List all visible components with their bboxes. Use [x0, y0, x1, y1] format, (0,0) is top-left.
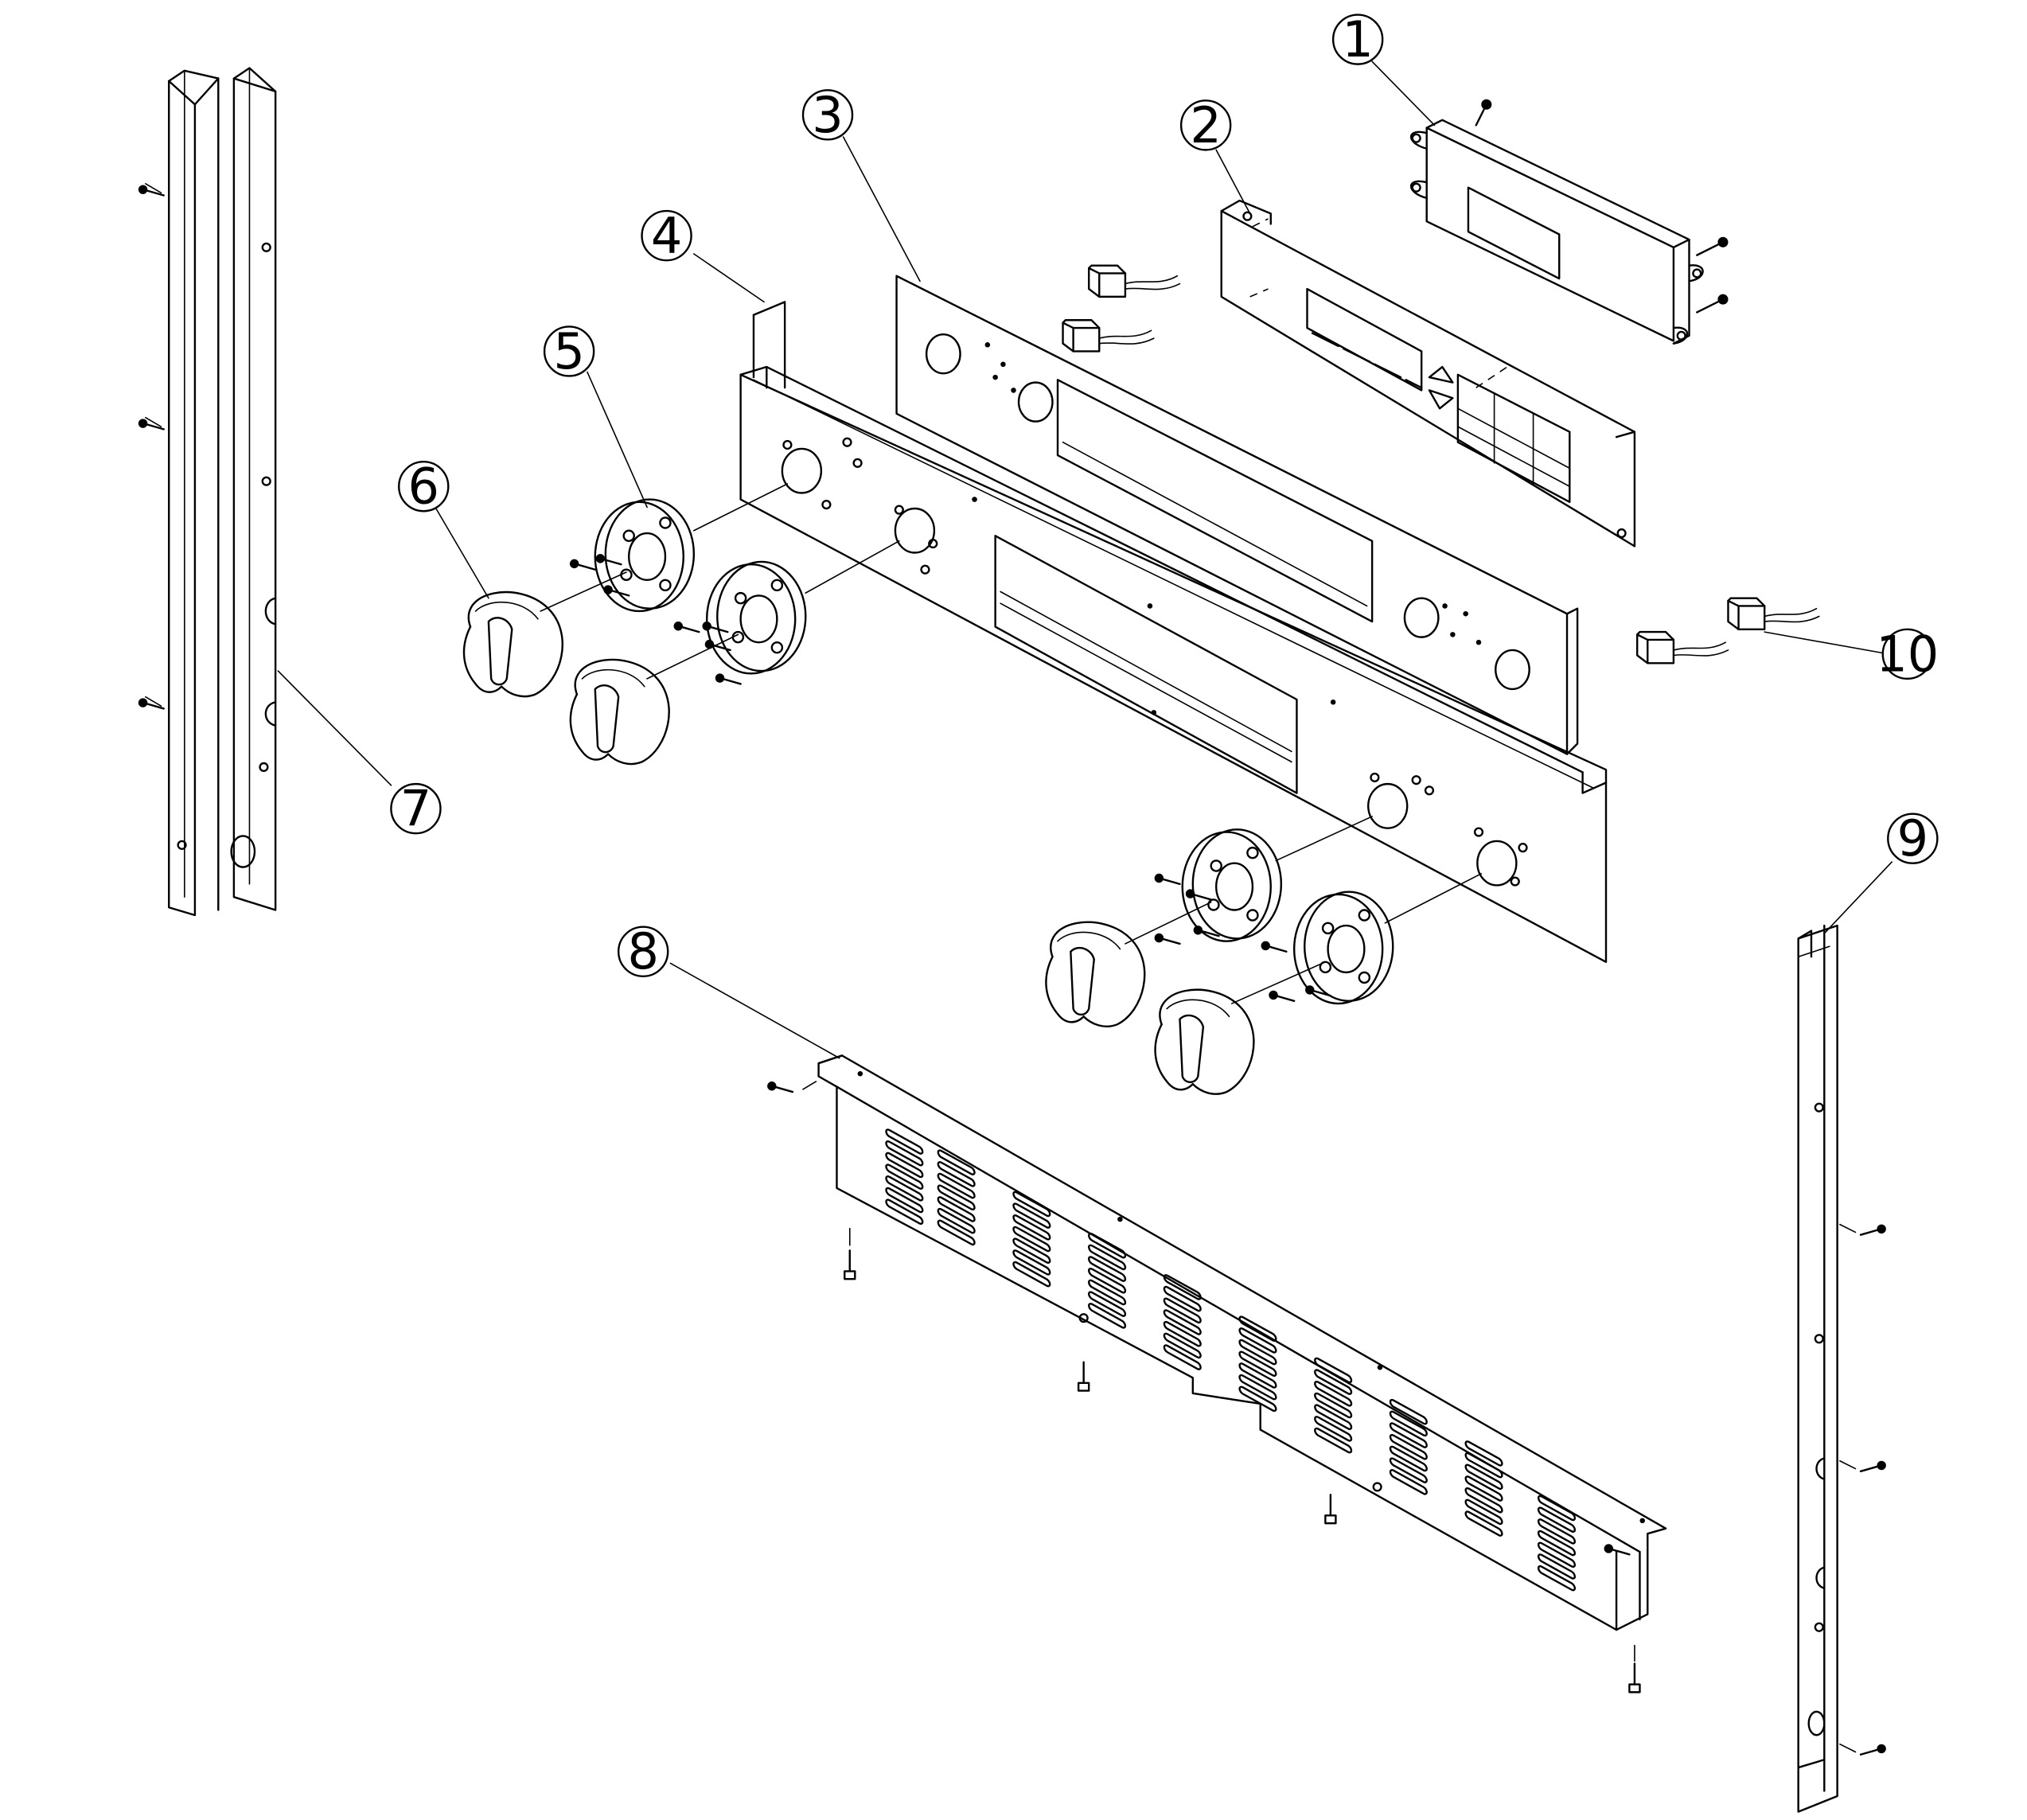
vent-panel-screws [766, 1080, 1642, 1694]
knob-1 [462, 590, 564, 699]
callout-4-label: 4 [651, 207, 682, 265]
main-control-panel [741, 302, 1606, 961]
bezel-1 [593, 497, 696, 613]
bracket-screws [1476, 99, 1729, 313]
callout-7: 7 [391, 780, 440, 838]
callout-6-label: 6 [408, 458, 439, 516]
callout-8-label: 8 [627, 922, 658, 980]
callout-9-label: 9 [1897, 809, 1928, 867]
callout-5-label: 5 [553, 322, 584, 380]
callout-3-label: 3 [812, 86, 843, 144]
knob-2 [568, 658, 671, 766]
right-side-trim [1799, 926, 1888, 1811]
display-bracket [1411, 120, 1703, 344]
knob-4 [1153, 988, 1256, 1096]
lower-vent-panel [819, 1055, 1666, 1630]
callout-1: 1 [1333, 10, 1382, 68]
callout-10-label: 10 [1876, 625, 1939, 683]
switch-right-1 [1635, 630, 1730, 665]
callout-9: 9 [1888, 809, 1937, 867]
bezel-2 [705, 559, 808, 676]
control-panel-insert [897, 276, 1578, 754]
callout-2-label: 2 [1190, 96, 1221, 154]
leader-lines [278, 61, 1892, 1058]
callout-10: 10 [1876, 625, 1939, 683]
callout-8: 8 [618, 922, 668, 980]
knob-3 [1044, 920, 1147, 1028]
callout-3: 3 [803, 86, 852, 144]
assembly-lines [540, 484, 1481, 1004]
display-overlay [1222, 201, 1635, 546]
switch-upper-2 [1061, 318, 1156, 353]
switch-right-2 [1726, 596, 1821, 631]
bezel-screws [567, 552, 1332, 1003]
switch-upper-1 [1087, 263, 1182, 298]
callout-5: 5 [544, 322, 594, 380]
callout-6: 6 [399, 458, 448, 516]
bezel-3 [1180, 828, 1283, 943]
callout-1-label: 1 [1342, 10, 1373, 68]
left-side-trim [136, 68, 275, 916]
callout-4: 4 [642, 207, 692, 265]
callout-7-label: 7 [400, 780, 431, 838]
callout-2: 2 [1181, 96, 1230, 154]
